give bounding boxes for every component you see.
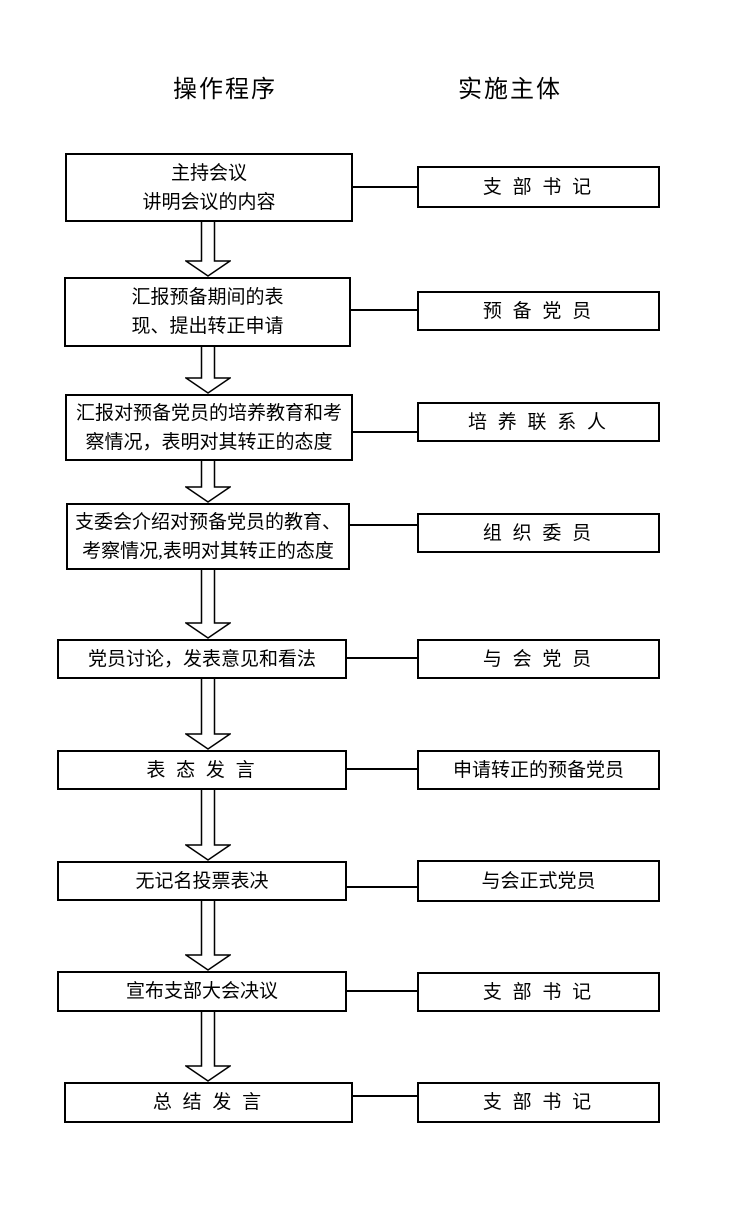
connector-line-5: [347, 657, 417, 659]
connector-line-4: [350, 524, 417, 526]
step-box-8: 宣布支部大会决议: [57, 971, 347, 1012]
connector-line-2: [351, 309, 417, 311]
connector-line-9: [353, 1095, 417, 1097]
flow-down-arrow-2: [185, 347, 231, 394]
actor-box-5: 与 会 党 员: [417, 639, 660, 679]
actor-box-2: 预 备 党 员: [417, 291, 660, 331]
flow-down-arrow-8: [185, 1012, 231, 1082]
column-header-subject: 实施主体: [458, 77, 562, 103]
connector-line-6: [347, 768, 417, 770]
flow-down-arrow-1: [185, 222, 231, 277]
step-box-1: 主持会议 讲明会议的内容: [65, 153, 353, 222]
flow-down-arrow-3: [185, 461, 231, 503]
actor-box-7: 与会正式党员: [417, 860, 660, 902]
step-box-4: 支委会介绍对预备党员的教育、 考察情况,表明对其转正的态度: [66, 503, 350, 570]
step-box-3: 汇报对预备党员的培养教育和考 察情况，表明对其转正的态度: [65, 394, 353, 461]
column-header-procedure: 操作程序: [173, 77, 277, 103]
actor-box-8: 支 部 书 记: [417, 972, 660, 1012]
flow-down-arrow-4: [185, 570, 231, 639]
step-box-2: 汇报预备期间的表 现、提出转正申请: [64, 277, 351, 347]
actor-box-4: 组 织 委 员: [417, 513, 660, 553]
flow-down-arrow-6: [185, 790, 231, 861]
step-box-5: 党员讨论，发表意见和看法: [57, 639, 347, 679]
step-box-9: 总 结 发 言: [64, 1082, 353, 1123]
connector-line-3: [353, 431, 417, 433]
step-box-7: 无记名投票表决: [57, 861, 347, 901]
actor-box-6: 申请转正的预备党员: [417, 750, 660, 790]
step-box-6: 表 态 发 言: [57, 750, 347, 790]
actor-box-9: 支 部 书 记: [417, 1082, 660, 1123]
actor-box-1: 支 部 书 记: [417, 166, 660, 208]
connector-line-7: [347, 886, 417, 888]
actor-box-3: 培 养 联 系 人: [417, 402, 660, 442]
flow-down-arrow-7: [185, 901, 231, 971]
flow-down-arrow-5: [185, 679, 231, 750]
connector-line-1: [353, 186, 417, 188]
connector-line-8: [347, 990, 417, 992]
